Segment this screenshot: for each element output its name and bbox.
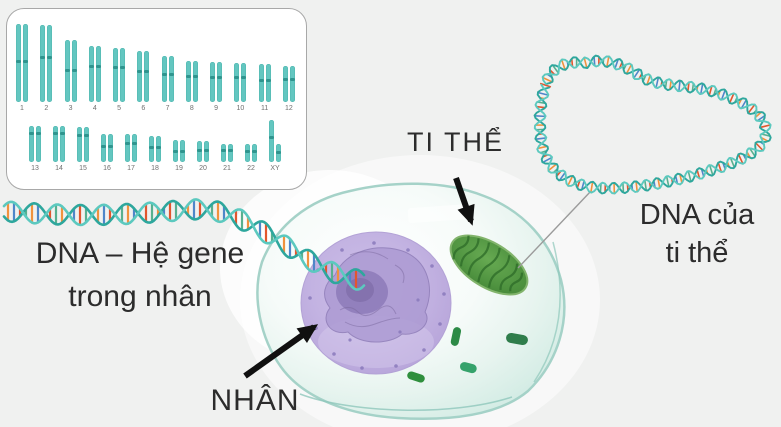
nuclear-dna-label-line2: trong nhân — [68, 279, 212, 313]
chromosome-pair-15: 15 — [77, 127, 89, 172]
mitochondrial-dna-strands — [533, 54, 772, 195]
chromosome-pair-XY: XY — [269, 120, 281, 172]
mitochondrial-dna-loop — [535, 56, 771, 194]
chromosome-pair-label: 13 — [31, 165, 39, 172]
chromosome-pair-label: 1 — [20, 105, 24, 112]
chromosome-pair-12: 12 — [282, 66, 295, 112]
nucleus — [300, 231, 452, 375]
chromosome-pair-3: 3 — [64, 40, 77, 112]
connector-line — [517, 190, 592, 269]
chromosome-pair-label: 9 — [214, 105, 219, 112]
chromosome-pair-2: 2 — [40, 25, 53, 112]
chromosome-pair-label: 4 — [92, 105, 97, 112]
chromosome-pair-1: 1 — [16, 24, 28, 112]
chromosome-pair-label: 20 — [199, 165, 207, 172]
chromosome-pair-17: 17 — [125, 134, 137, 172]
chromosome-pair-label: 12 — [285, 105, 293, 112]
chromosome-pair-label: 22 — [247, 165, 255, 172]
mitochondrial-dna-label-line2: ti thể — [665, 237, 729, 270]
mitochondrial-dna-label: DNA của ti thể — [608, 196, 781, 273]
mitochondrion-large — [449, 234, 529, 296]
chromosome-pair-label: 21 — [223, 165, 231, 172]
chromosome-pair-label: 15 — [79, 165, 87, 172]
chromosome-pair-4: 4 — [88, 46, 101, 112]
mitochondrion-label: TI THỂ — [406, 127, 504, 157]
chromosome-pair-label: 11 — [261, 105, 269, 112]
nucleus-label: NHÂN — [210, 384, 300, 417]
chromosome-pair-8: 8 — [185, 61, 198, 112]
nucleus-arrow-icon — [243, 324, 319, 379]
mitochondrion-small-icon — [407, 371, 425, 383]
chromosome-pair-label: 2 — [44, 105, 49, 112]
chromosome-pair-label: 17 — [127, 165, 135, 172]
mitochondrial-dna-label-line1: DNA của — [639, 199, 755, 231]
chromosome-pair-label: 14 — [55, 165, 63, 172]
chromosome-pair-label: 3 — [68, 105, 73, 112]
chromosome-pair-11: 11 — [258, 64, 271, 112]
chromosome-pair-label: 7 — [165, 105, 170, 112]
chromosome-pair-7: 7 — [161, 56, 174, 112]
chromosome-pair-label: 8 — [189, 105, 194, 112]
chromosome-pair-20: 20 — [197, 141, 209, 172]
chromosome-pair-21: 21 — [221, 144, 233, 172]
chromosome-pair-18: 18 — [149, 136, 161, 172]
chromosome-pair-5: 5 — [113, 48, 126, 112]
cell-highlight — [407, 203, 473, 224]
karyotype-row-2: 13 14 15 16 17 18 19 20 21 22 XY — [29, 120, 281, 172]
chromosome-pair-label: 6 — [141, 105, 146, 112]
mitochondrion-small-icon — [506, 332, 528, 346]
nuclear-dna-label-line1: DNA – Hệ gene — [35, 237, 245, 270]
chromosome-pair-label: 18 — [151, 165, 159, 172]
mitochondria-small — [407, 327, 528, 383]
nuclear-dna-helix — [2, 198, 366, 291]
chromosome-pair-19: 19 — [173, 140, 185, 172]
chromosome-pair-22: 22 — [245, 144, 257, 172]
mitochondrion-arrow-icon — [453, 177, 475, 226]
chromosome-pair-label: 10 — [236, 105, 245, 112]
chromosome-pair-9: 9 — [210, 62, 223, 112]
mitochondrion-small-icon — [459, 362, 477, 374]
chromosome-pair-label: 19 — [175, 165, 183, 172]
chromosome-pair-label: 5 — [117, 105, 122, 112]
chromosome-pair-13: 13 — [29, 126, 41, 172]
chromosome-pair-6: 6 — [137, 51, 150, 112]
chromosome-pair-10: 10 — [234, 63, 247, 112]
chromosome-pair-16: 16 — [101, 134, 113, 172]
chromosome-pair-label: 16 — [103, 165, 111, 172]
nuclear-dna-label: DNA – Hệ gene trong nhân — [2, 233, 278, 318]
chromosome-pair-14: 14 — [53, 126, 65, 172]
mitochondrion-small-icon — [450, 327, 462, 346]
chromosome-pair-label: XY — [270, 165, 280, 172]
